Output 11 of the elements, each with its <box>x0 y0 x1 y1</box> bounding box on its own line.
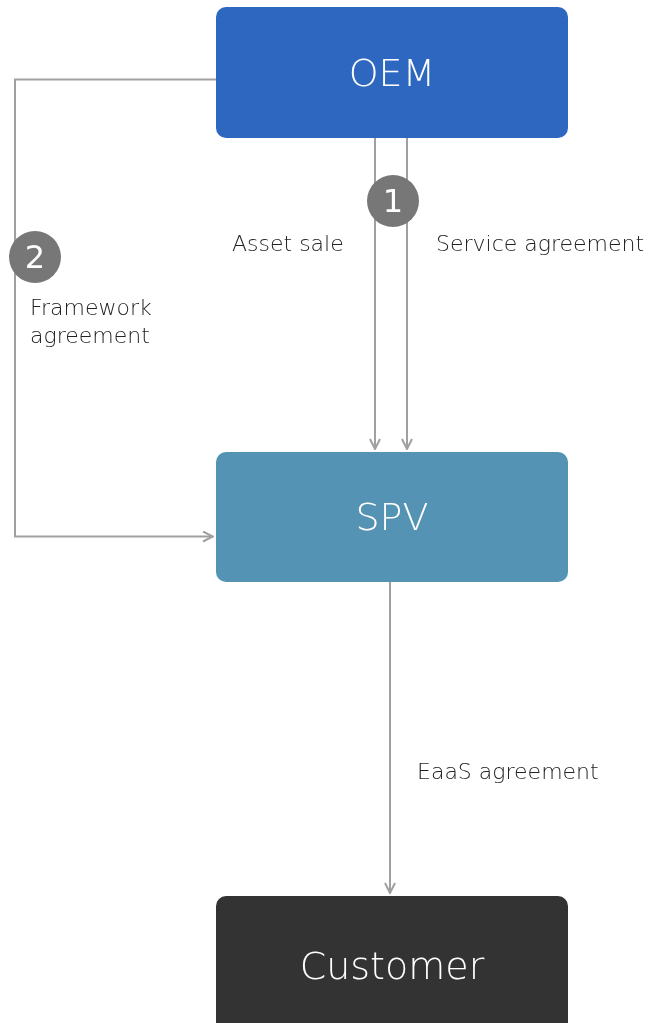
process-box <box>216 896 568 1023</box>
callout-number: 1 <box>367 175 419 227</box>
callout-number: 2 <box>9 231 61 283</box>
process-box <box>216 7 568 138</box>
box-label: SPV <box>355 495 429 539</box>
arrow <box>369 137 381 450</box>
arrow <box>14 78 217 543</box>
process-box <box>216 452 568 582</box>
box-label: Customer <box>299 944 485 988</box>
arrow <box>384 581 396 894</box>
box-label: OEM <box>348 50 436 95</box>
